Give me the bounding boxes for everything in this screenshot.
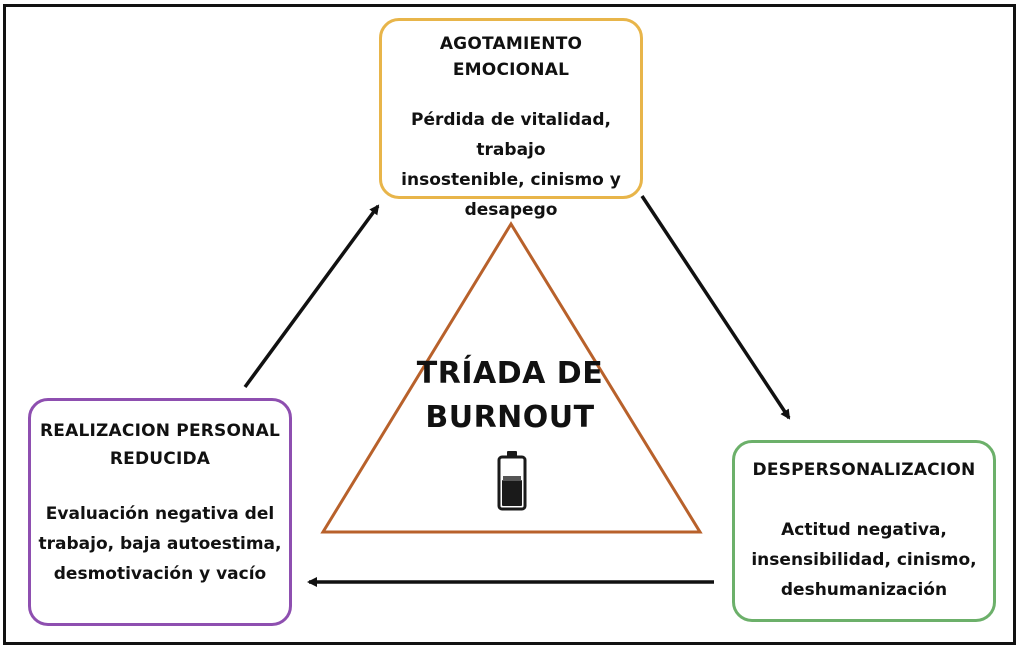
arrow-top-to-right — [640, 195, 791, 420]
box-top-desc-line: insostenible, cinismo y — [401, 170, 621, 190]
battery-icon — [497, 451, 527, 511]
box-top-desc-line: desapego — [464, 200, 558, 220]
box-top-desc-line: Pérdida de vitalidad, trabajo — [411, 110, 611, 160]
box-agotamiento-emocional: AGOTAMIENTO EMOCIONAL Pérdida de vitalid… — [379, 18, 643, 220]
box-right-desc-line: Actitud negativa, — [781, 520, 947, 540]
box-left-desc-line: trabajo, baja autoestima, — [38, 534, 282, 554]
triangle-shape — [320, 221, 703, 534]
box-left-description: Evaluación negativa del trabajo, baja au… — [39, 499, 282, 589]
center-title: TRÍADA DE BURNOUT — [410, 352, 610, 440]
box-right-title: DESPERSONALIZACION — [752, 460, 976, 480]
box-left-desc-line: Evaluación negativa del — [45, 504, 275, 524]
box-left-title: REALIZACION PERSONAL REDUCIDA — [40, 417, 280, 473]
box-left-title-line: REALIZACION PERSONAL — [40, 421, 280, 441]
center-title-line1: TRÍADA DE — [416, 356, 604, 391]
box-left-title-line: REDUCIDA — [109, 449, 211, 469]
diagram-frame — [3, 4, 1016, 645]
box-right-desc-line: insensibilidad, cinismo, — [751, 550, 977, 570]
box-right-description: Actitud negativa, insensibilidad, cinism… — [751, 515, 976, 605]
box-top-description: Pérdida de vitalidad, trabajo insostenib… — [382, 105, 640, 225]
arrow-left-to-top — [243, 204, 380, 389]
box-top-title: AGOTAMIENTO EMOCIONAL — [439, 34, 583, 80]
box-realizacion-personal: REALIZACION PERSONAL REDUCIDA Evaluación… — [28, 398, 292, 626]
box-despersonalizacion: DESPERSONALIZACION Actitud negativa, ins… — [732, 440, 996, 622]
box-right-desc-line: deshumanización — [780, 580, 948, 600]
box-left-desc-line: desmotivación y vacío — [53, 564, 267, 584]
center-title-line2: BURNOUT — [425, 400, 595, 435]
